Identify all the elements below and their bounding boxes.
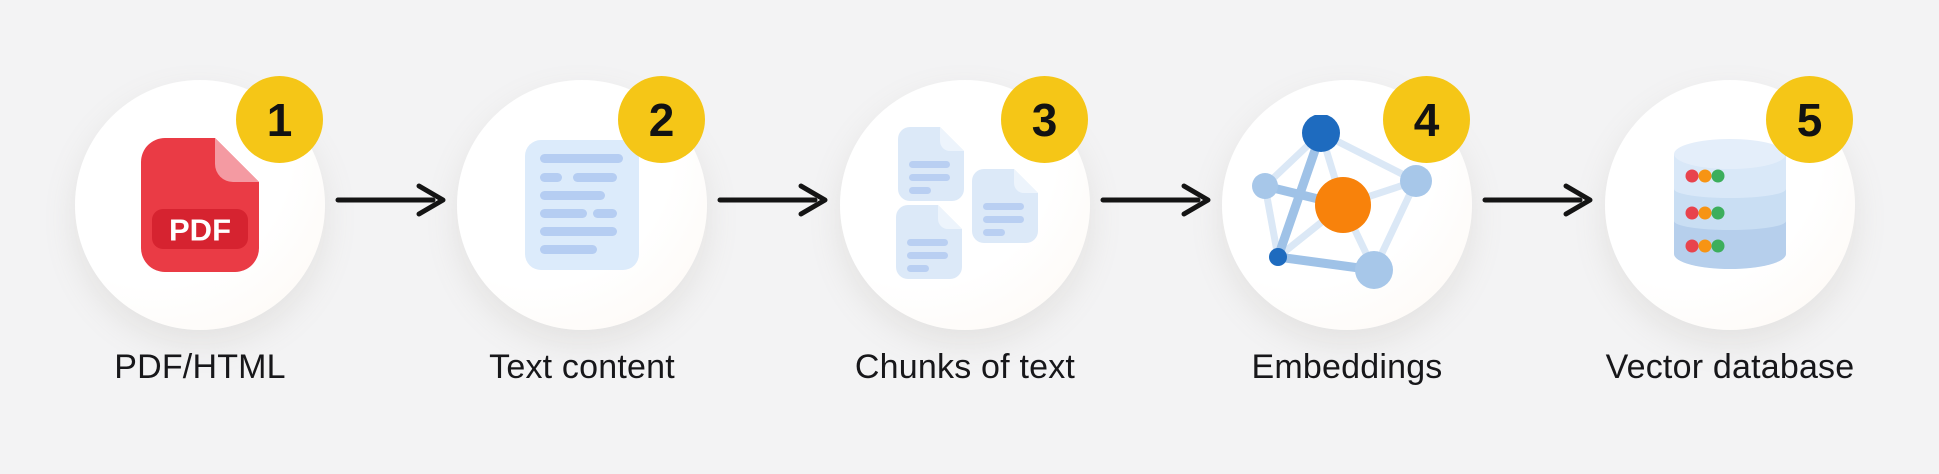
vector-database-icon — [1674, 139, 1786, 269]
step-circle: PDF 1 — [75, 76, 325, 330]
step-circle: 3 — [840, 76, 1090, 330]
text-document-icon — [525, 140, 639, 270]
flow-arrow-icon — [335, 183, 446, 217]
step-text-content: 2 Text content — [457, 76, 707, 386]
flow-arrow-icon — [717, 183, 828, 217]
step-label: Vector database — [1605, 348, 1855, 386]
flow-arrow-icon — [1100, 183, 1211, 217]
graph-node-light-blue — [1355, 251, 1393, 289]
pdf-file-icon: PDF — [141, 138, 259, 272]
step-number-badge: 3 — [1001, 76, 1088, 163]
step-number-badge: 4 — [1383, 76, 1470, 163]
pdf-label-plate — [152, 209, 248, 249]
graph-node-dark-blue — [1302, 115, 1340, 152]
embeddings-graph-icon — [1252, 115, 1432, 289]
step-label: PDF/HTML — [114, 348, 286, 386]
flow-arrow-icon — [1482, 183, 1593, 217]
step-number-badge: 2 — [618, 76, 705, 163]
step-number-badge: 5 — [1766, 76, 1853, 163]
step-chunks-of-text: 3 Chunks of text — [840, 76, 1090, 386]
step-circle: 5 — [1605, 76, 1855, 330]
graph-node-orange — [1315, 177, 1371, 233]
step-vector-database: 5 Vector database — [1605, 76, 1855, 386]
step-embeddings: 4 Embeddings — [1222, 76, 1472, 386]
db-record-dots — [1685, 169, 1725, 253]
pdf-label-text: PDF — [169, 213, 231, 248]
step-pdf-html: PDF 1 PDF/HTML — [75, 76, 325, 386]
step-number-badge: 1 — [236, 76, 323, 163]
step-label: Embeddings — [1251, 348, 1443, 386]
step-circle: 4 — [1222, 76, 1472, 330]
step-circle: 2 — [457, 76, 707, 330]
graph-node-dark-blue-small — [1269, 248, 1287, 266]
step-label: Chunks of text — [854, 348, 1076, 386]
graph-node-light-blue — [1252, 173, 1278, 199]
graph-node-light-blue — [1400, 165, 1432, 197]
step-label: Text content — [489, 348, 675, 386]
